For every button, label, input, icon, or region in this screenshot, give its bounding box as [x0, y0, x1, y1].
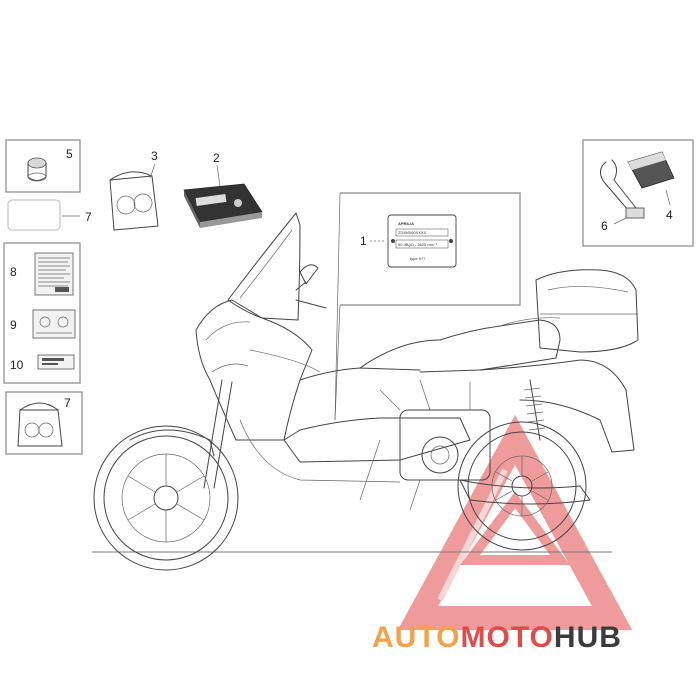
part-box-7: 7 [5, 391, 83, 455]
callout-10: 10 [10, 358, 24, 372]
part-box-8-9-10: 8 9 10 [3, 242, 81, 384]
part-box-5: 5 [5, 139, 81, 193]
small-label-icon [37, 354, 75, 370]
warning-label-icon [34, 252, 74, 296]
watermark-part-3: HUB [554, 621, 622, 654]
plate-spec: 90 dB(A) - 3625 min⁻¹ [398, 242, 438, 247]
scooter-drawing [92, 212, 639, 571]
callout-7-top: 7 [85, 210, 92, 224]
cable-lock-icon [600, 159, 645, 219]
callout-5: 5 [66, 147, 73, 161]
blank-label-7: 7 [7, 199, 92, 231]
owners-manual-2: 2 [183, 151, 263, 228]
callout-3: 3 [151, 149, 158, 163]
tool-bag-3: 3 [109, 149, 159, 231]
front-wheel [93, 425, 239, 571]
watermark-part-1: AUTO [372, 621, 460, 654]
part-box-4-6: 6 4 [582, 139, 694, 247]
id-plate-box: 1 APRILIA ZD4M000XXXX 90 dB(A) - 3625 mi… [334, 192, 521, 421]
tool-bag-icon [17, 402, 63, 447]
callout-6: 6 [601, 219, 608, 233]
tyre-pressure-label-icon [32, 309, 76, 339]
watermark-logo-triangle [397, 414, 633, 630]
watermark-logo-text: AUTOMOTOHUB [372, 621, 622, 654]
plate-code: ZD4M000XXXX [398, 230, 427, 235]
watermark-part-2: MOTO [460, 621, 553, 654]
callout-2: 2 [213, 151, 220, 165]
plate-brand: APRILIA [398, 221, 414, 226]
callout-7-bottom: 7 [64, 396, 71, 410]
plate-type: type 9?? [410, 256, 426, 261]
id-plate: APRILIA ZD4M000XXXX 90 dB(A) - 3625 min⁻… [387, 214, 457, 268]
callout-4: 4 [666, 208, 673, 222]
callout-1: 1 [360, 234, 367, 248]
plug-icon [27, 157, 47, 182]
callout-8: 8 [10, 265, 17, 279]
callout-9: 9 [10, 318, 17, 332]
watermark-word-auto: AUTOMOTOHUB [372, 621, 622, 654]
rear-wheel [457, 421, 587, 551]
grip-icon [627, 151, 675, 189]
